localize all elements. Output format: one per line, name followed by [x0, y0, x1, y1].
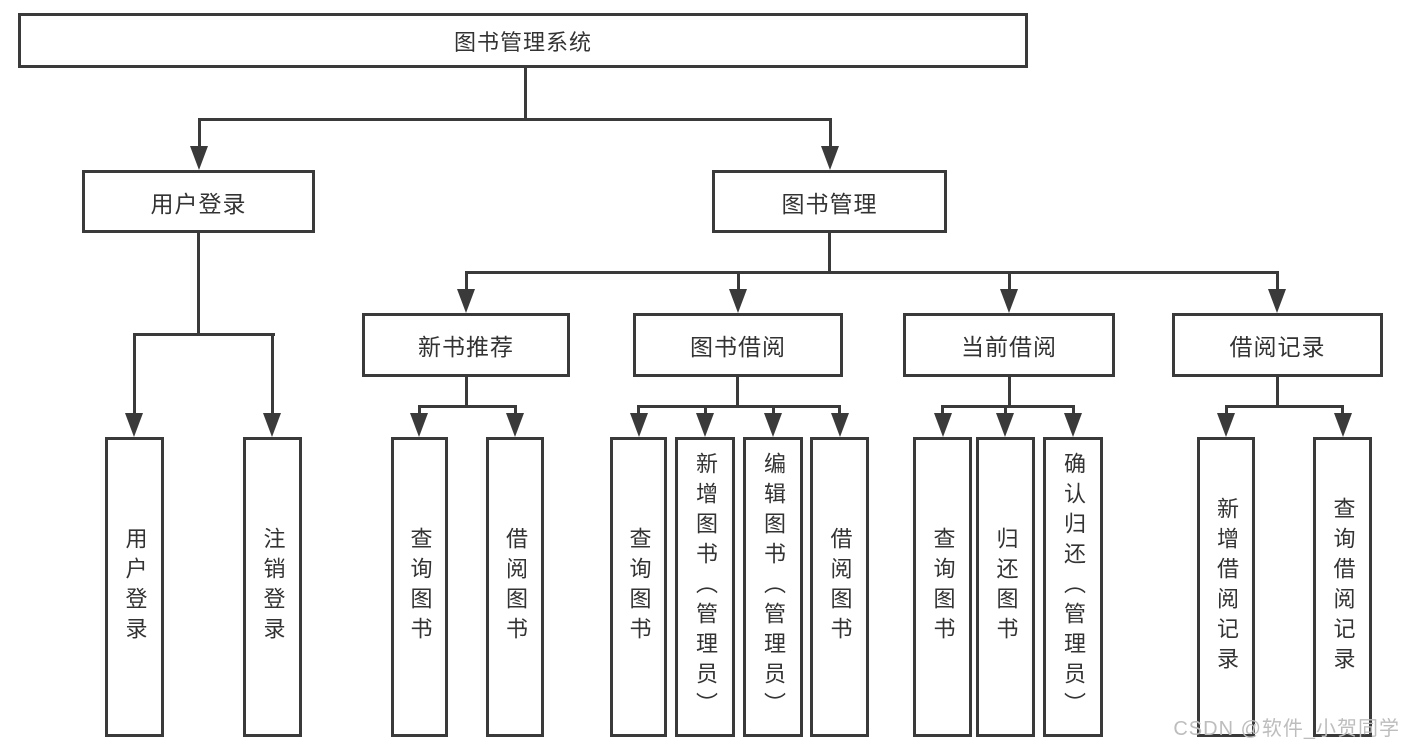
arrowhead-to-leaf — [1217, 413, 1235, 437]
node-label: 新书推荐 — [418, 334, 514, 360]
connector-current-borrow-stem — [1008, 377, 1011, 408]
arrowhead-to-leaf — [764, 413, 782, 437]
connector-book-management-stem — [828, 233, 831, 274]
node-label: 用户登录 — [122, 527, 148, 647]
node-label: 新增图书（管理员） — [693, 452, 718, 722]
connector-to-user-login-stem — [198, 118, 201, 146]
csdn-watermark: CSDN @软件_小贺同学 — [1173, 718, 1400, 740]
connector-leaf-stem — [1004, 405, 1007, 413]
arrowhead-to-leaf — [1064, 413, 1082, 437]
node-label: 查询图书 — [626, 527, 652, 647]
arrowhead-to-leaf — [1334, 413, 1352, 437]
arrowhead-to-leaf-user-login — [125, 413, 143, 437]
node-book-management: 图书管理 — [712, 170, 947, 233]
node-label: 图书管理 — [781, 190, 878, 217]
node-label: 查询借阅记录 — [1330, 497, 1356, 677]
leaf-query-books-current: 查询图书 — [913, 437, 972, 737]
connector-current-borrow-bar — [941, 405, 1075, 408]
connector-to-leaf-logout-stem — [271, 333, 274, 413]
arrowhead-to-borrow-records — [1268, 289, 1286, 313]
connector-leaf-stem — [1072, 405, 1075, 413]
connector-leaf-stem — [941, 405, 944, 413]
leaf-add-borrow-record: 新增借阅记录 — [1197, 437, 1255, 737]
node-current-borrow: 当前借阅 — [903, 313, 1115, 377]
leaf-confirm-return-admin: 确认归还（管理员） — [1043, 437, 1103, 737]
connector-leaf-stem — [637, 405, 640, 413]
node-label: 注销登录 — [260, 527, 286, 647]
node-label: 借阅图书 — [827, 527, 853, 647]
connector-leaf-stem — [514, 405, 517, 413]
node-label: 图书管理系统 — [453, 29, 592, 55]
connector-to-leaf-user-login-stem — [133, 333, 136, 413]
leaf-edit-book-admin: 编辑图书（管理员） — [743, 437, 803, 737]
connector-to-borrow-records-stem — [1276, 271, 1279, 289]
leaf-borrow-books-recommend: 借阅图书 — [486, 437, 544, 737]
node-new-book-recommend: 新书推荐 — [362, 313, 570, 377]
node-label: 查询图书 — [407, 527, 433, 647]
arrowhead-to-leaf — [934, 413, 952, 437]
leaf-query-books-recommend: 查询图书 — [391, 437, 448, 737]
leaf-logout: 注销登录 — [243, 437, 302, 737]
arrowhead-to-leaf-logout — [263, 413, 281, 437]
node-label: 新增借阅记录 — [1214, 497, 1239, 677]
arrowhead-to-leaf — [831, 413, 849, 437]
connector-leaf-stem — [1341, 405, 1344, 413]
node-label: 查询图书 — [930, 527, 956, 647]
connector-new-book-recommend-bar — [418, 405, 517, 408]
connector-leaf-stem — [1225, 405, 1228, 413]
leaf-borrow-books-borrow: 借阅图书 — [810, 437, 869, 737]
node-label: 确认归还（管理员） — [1061, 452, 1086, 722]
node-label: 归还图书 — [993, 527, 1019, 647]
arrowhead-to-new-book-recommend — [457, 289, 475, 313]
connector-borrow-records-stem — [1276, 377, 1279, 408]
arrowhead-to-user-login — [190, 146, 208, 170]
node-label: 借阅图书 — [503, 527, 528, 647]
connector-to-new-book-recommend-stem — [465, 271, 468, 289]
node-label: 编辑图书（管理员） — [761, 452, 786, 722]
node-label: 图书借阅 — [690, 334, 786, 360]
connector-to-book-management-stem — [829, 118, 832, 146]
node-label: 借阅记录 — [1229, 334, 1326, 360]
arrowhead-to-book-borrow — [729, 289, 747, 313]
arrowhead-to-leaf — [996, 413, 1014, 437]
connector-to-book-borrow-stem — [737, 271, 740, 289]
node-user-login: 用户登录 — [82, 170, 315, 233]
leaf-add-book-admin: 新增图书（管理员） — [675, 437, 735, 737]
connector-user-login-bar — [133, 333, 275, 336]
arrowhead-to-leaf — [506, 413, 524, 437]
node-root-system: 图书管理系统 — [18, 13, 1028, 68]
node-borrow-records: 借阅记录 — [1172, 313, 1383, 377]
connector-leaf-stem — [772, 405, 775, 413]
leaf-query-borrow-record: 查询借阅记录 — [1313, 437, 1372, 737]
connector-leaf-stem — [418, 405, 421, 413]
connector-root-bar — [198, 118, 832, 121]
leaf-user-login: 用户登录 — [105, 437, 164, 737]
connector-leaf-stem — [704, 405, 707, 413]
connector-leaf-stem — [838, 405, 841, 413]
leaf-return-book: 归还图书 — [976, 437, 1035, 737]
leaf-query-books-borrow: 查询图书 — [610, 437, 667, 737]
arrowhead-to-current-borrow — [1000, 289, 1018, 313]
arrowhead-to-leaf — [696, 413, 714, 437]
connector-to-current-borrow-stem — [1008, 271, 1011, 289]
node-book-borrow: 图书借阅 — [633, 313, 843, 377]
connector-book-borrow-stem — [736, 377, 739, 408]
node-label: 用户登录 — [150, 190, 247, 217]
arrowhead-to-book-management — [821, 146, 839, 170]
connector-root-stem — [524, 68, 527, 121]
arrowhead-to-leaf — [630, 413, 648, 437]
connector-borrow-records-bar — [1225, 405, 1344, 408]
connector-new-book-recommend-stem — [465, 377, 468, 408]
node-label: 当前借阅 — [961, 334, 1057, 360]
connector-user-login-stem — [197, 233, 200, 336]
connector-book-management-bar — [465, 271, 1279, 274]
connector-book-borrow-bar — [637, 405, 841, 408]
arrowhead-to-leaf — [410, 413, 428, 437]
